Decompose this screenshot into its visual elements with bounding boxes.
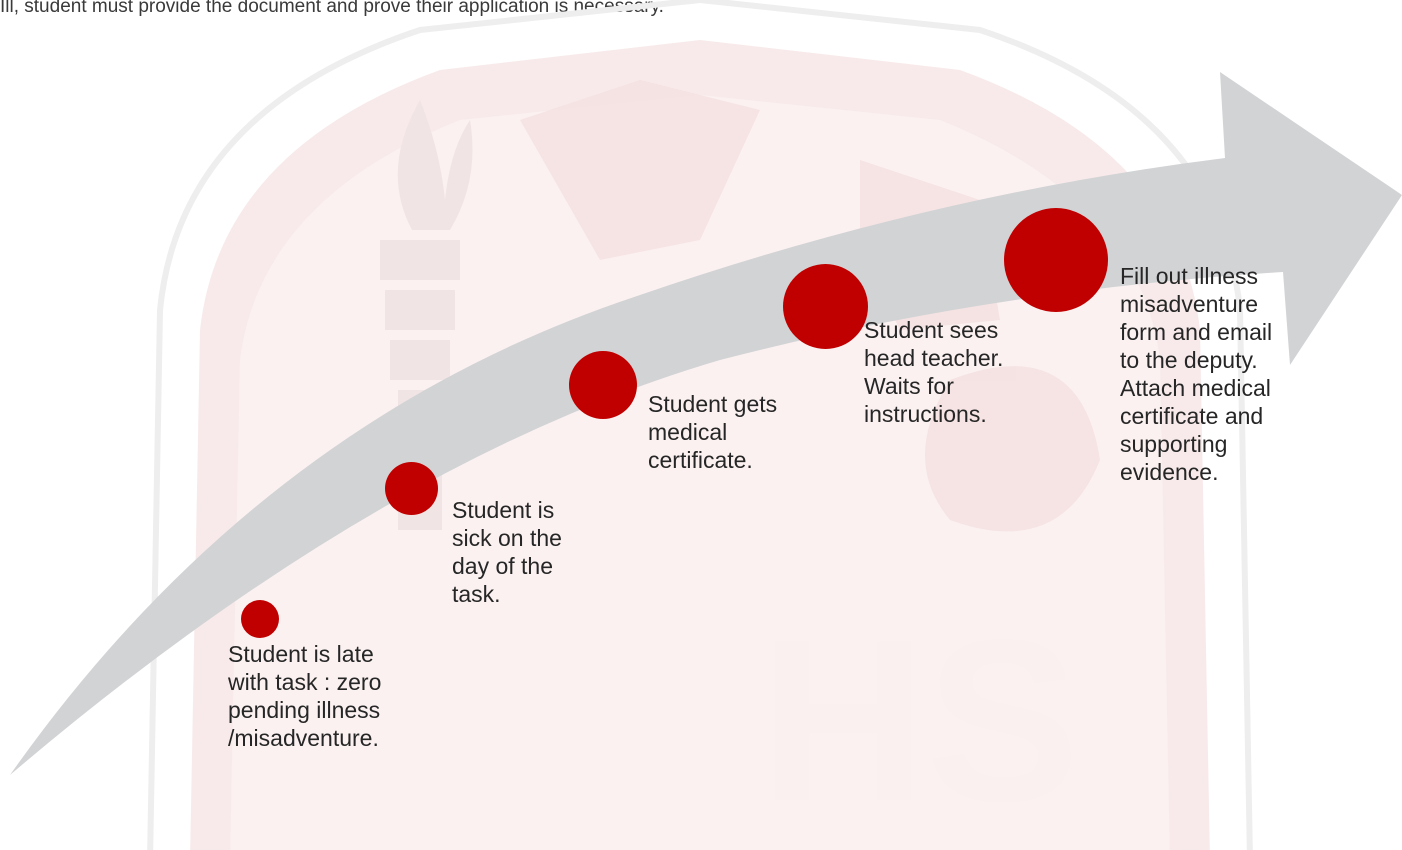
step-1-label: Student is late with task : zero pending… [228, 641, 382, 751]
step-5-dot [1004, 208, 1108, 312]
step-3-dot [569, 351, 637, 419]
step-2-label: Student is sick on the day of the task. [452, 497, 562, 607]
header-text: Ill, student must provide the document a… [0, 0, 664, 17]
step-2-dot [385, 462, 438, 515]
step-3-label: Student gets medical certificate. [648, 391, 778, 473]
crest-letters: HS [760, 592, 1080, 849]
step-4-label: Student sees head teacher. Waits for ins… [864, 317, 1004, 427]
step-1-dot [241, 600, 279, 638]
step-5-label: Fill out illness misadventure form and e… [1120, 263, 1273, 485]
step-4-dot [783, 264, 868, 349]
